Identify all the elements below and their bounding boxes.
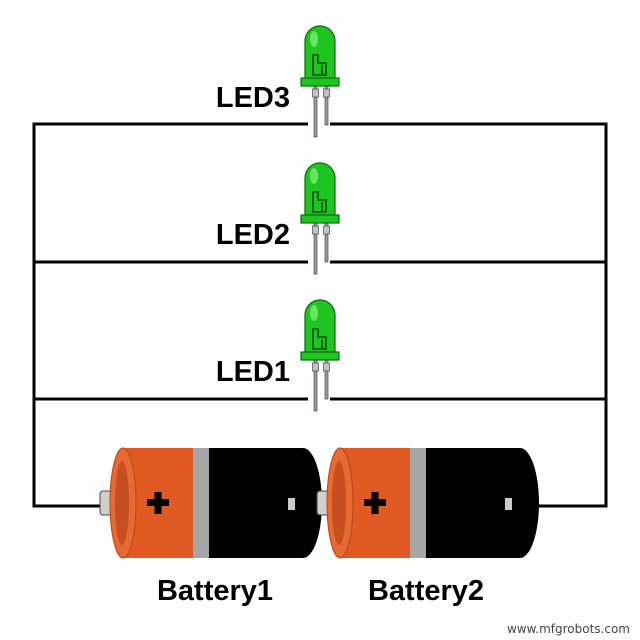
battery-1-label: Battery1	[157, 575, 273, 607]
led-2	[300, 162, 340, 275]
wire-top-right	[330, 122, 608, 508]
battery-1	[99, 447, 323, 559]
wire-top-left	[32, 122, 308, 508]
led-3-symbol	[300, 25, 340, 138]
led-2-label: LED2	[216, 219, 290, 251]
battery-1-symbol	[99, 447, 323, 559]
wires	[32, 122, 608, 508]
battery-2	[316, 447, 540, 559]
led-3-label: LED3	[216, 82, 290, 114]
led-3	[300, 25, 340, 138]
battery-2-symbol	[316, 447, 540, 559]
led-1	[300, 299, 340, 412]
led-1-symbol	[300, 299, 340, 412]
led-2-symbol	[300, 162, 340, 275]
led-1-label: LED1	[216, 356, 290, 388]
battery-2-label: Battery2	[368, 575, 484, 607]
watermark: www.mfgrobots.com	[507, 622, 630, 636]
